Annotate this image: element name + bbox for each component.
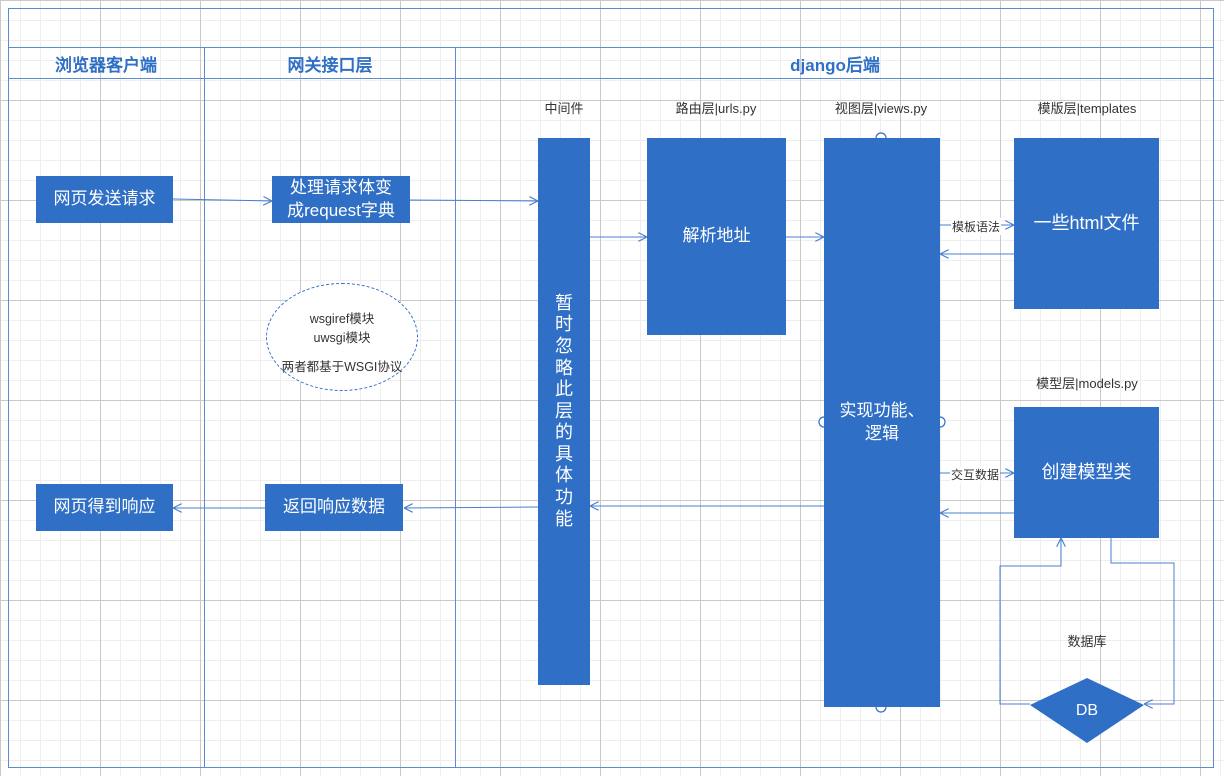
label-models: 模型层|models.py (1036, 376, 1138, 391)
label-database: 数据库 (1067, 634, 1107, 649)
label-views: 视图层|views.py (834, 101, 928, 116)
edge-label-exchange-data: 交互数据 (950, 466, 1001, 483)
lane-divider-2 (455, 47, 456, 768)
header-divider (8, 47, 1214, 48)
lane-divider-1 (204, 47, 205, 768)
lane-title-gateway: 网关接口层 (287, 55, 373, 75)
process-request-line2: 成request字典 (287, 200, 395, 220)
implement-line2: 逻辑 (865, 423, 899, 443)
diagram-frame (8, 8, 1214, 768)
middleware-text: 暂 时 忽 略 此 层 的 具 体 功 能 (555, 292, 573, 529)
arrow-send-to-gateway (172, 199, 272, 201)
process-request-box: 处理请求体变 成request字典 (272, 176, 410, 223)
middleware-box: 暂 时 忽 略 此 层 的 具 体 功 能 (538, 138, 590, 685)
receive-response-box: 网页得到响应 (36, 484, 173, 531)
parse-address-box: 解析地址 (647, 138, 786, 335)
html-files-box: 一些html文件 (1014, 138, 1159, 309)
db-label: DB (1075, 701, 1099, 719)
return-response-box: 返回响应数据 (265, 484, 403, 531)
create-models-box: 创建模型类 (1014, 407, 1159, 538)
db-diamond (1030, 678, 1144, 743)
label-templates: 模版层|templates (1037, 101, 1137, 116)
wsgi-note-line3: 两者都基于WSGI协议 (281, 360, 403, 374)
lane-title-divider (8, 78, 1214, 79)
arrow-middleware-to-gateway (404, 507, 539, 508)
label-urls: 路由层|urls.py (675, 101, 757, 116)
implement-logic-box: 实现功能、 逻辑 (824, 138, 940, 707)
implement-line1: 实现功能、 (839, 401, 925, 421)
lane-title-browser: 浏览器客户端 (55, 55, 157, 75)
send-request-box: 网页发送请求 (36, 176, 173, 223)
wsgi-note-line1: wsgiref模块 (309, 312, 375, 326)
arrow-gateway-to-middleware (409, 200, 538, 201)
edge-label-template-syntax: 模板语法 (951, 218, 1002, 235)
wsgi-note-ellipse: wsgiref模块 uwsgi模块 两者都基于WSGI协议 (266, 283, 418, 391)
arrow-db-to-models (999, 538, 1061, 705)
wsgi-note-line2: uwsgi模块 (313, 331, 371, 345)
label-middleware: 中间件 (544, 101, 584, 116)
arrow-models-to-db (1110, 538, 1175, 704)
lane-title-django: django后端 (790, 55, 880, 75)
process-request-line1: 处理请求体变 (290, 178, 392, 198)
